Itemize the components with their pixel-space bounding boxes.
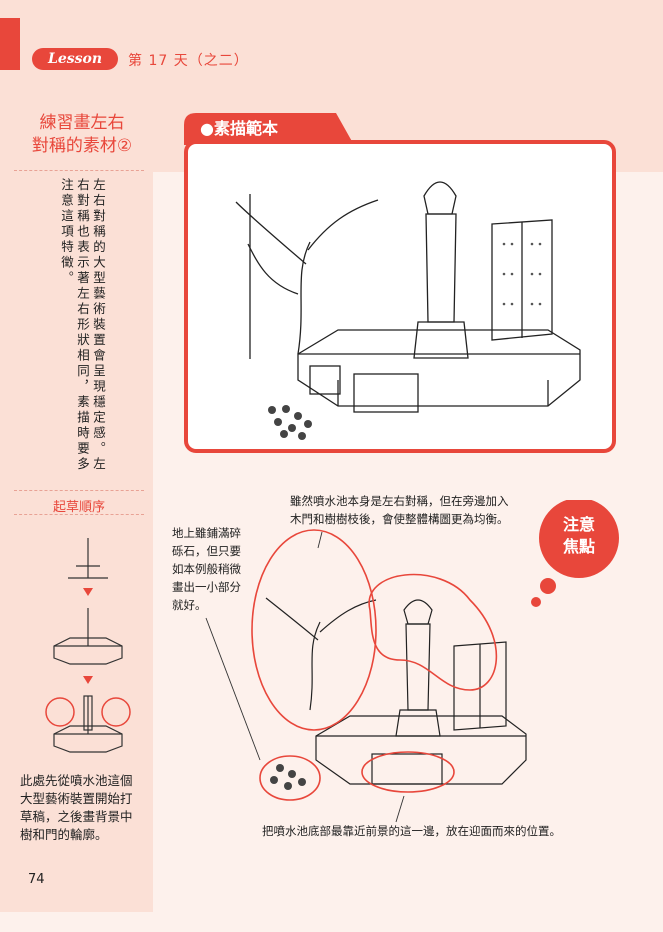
steps-line: 草稿，之後畫背景中 [20, 809, 133, 824]
note-line: 木門和樹樹枝後，會使整體構圖更為均衡。 [290, 512, 509, 526]
steps-title: 起草順序 [52, 500, 105, 515]
drafting-steps-illustration [45, 538, 131, 753]
lesson-badge: Lesson [32, 48, 118, 70]
note-line: 雖然噴水池本身是左右對稱，但在旁邊加入 [290, 494, 509, 508]
section-label: ●素描範本 [200, 119, 278, 138]
divider [14, 170, 144, 171]
focus-line: 焦點 [562, 537, 595, 556]
sidebar-title: 練習畫左右 對稱的素材② [18, 112, 146, 158]
note-line: 如本例般稍微 [172, 562, 241, 576]
note-line: 畫出一小部分 [172, 580, 241, 594]
note-line: 就好。 [172, 598, 207, 612]
divider [14, 514, 144, 515]
steps-line: 樹和門的輪廓。 [20, 827, 108, 842]
note-line: 砾石，但只要 [172, 544, 241, 558]
sketch-sample-frame [184, 140, 616, 453]
focus-line: 注意 [562, 515, 595, 534]
annotated-fountain-sketch [265, 597, 527, 790]
steps-line: 大型藝術裝置開始打 [20, 791, 133, 806]
sidebar-body-text: 左右對稱的大型藝術裝置會呈現穩定感。左右對稱也表示著左右形狀相同，素描時要多注意… [59, 178, 106, 473]
day-title: 第 17 天（之二） [128, 53, 249, 69]
steps-line: 此處先從噴水池這個 [20, 773, 133, 788]
sidebar-title-line: 練習畫左右 [39, 113, 125, 133]
divider [14, 490, 144, 491]
focus-bubble [531, 500, 619, 607]
steps-description: 此處先從噴水池這個 大型藝術裝置開始打 草稿，之後畫背景中 樹和門的輪廓。 [20, 772, 148, 844]
note-foreground: 把噴水池底部最靠近前景的這一邊，放在迎面而來的位置。 [262, 824, 561, 838]
section-tab [184, 113, 354, 145]
chapter-tab [0, 18, 20, 70]
note-gravel: 地上雖鋪滿碎 砾石，但只要 如本例般稍微 畫出一小部分 就好。 [172, 524, 241, 614]
page-number: 74 [28, 872, 45, 887]
fountain-sketch [235, 181, 581, 440]
focus-label: 注意 焦點 [541, 514, 617, 558]
sidebar-title-line: 對稱的素材② [31, 136, 133, 156]
sidebar [0, 92, 153, 912]
note-line: 地上雖鋪滿碎 [172, 526, 241, 540]
note-balance: 雖然噴水池本身是左右對稱，但在旁邊加入 木門和樹樹枝後，會使整體構圖更為均衡。 [290, 492, 509, 528]
